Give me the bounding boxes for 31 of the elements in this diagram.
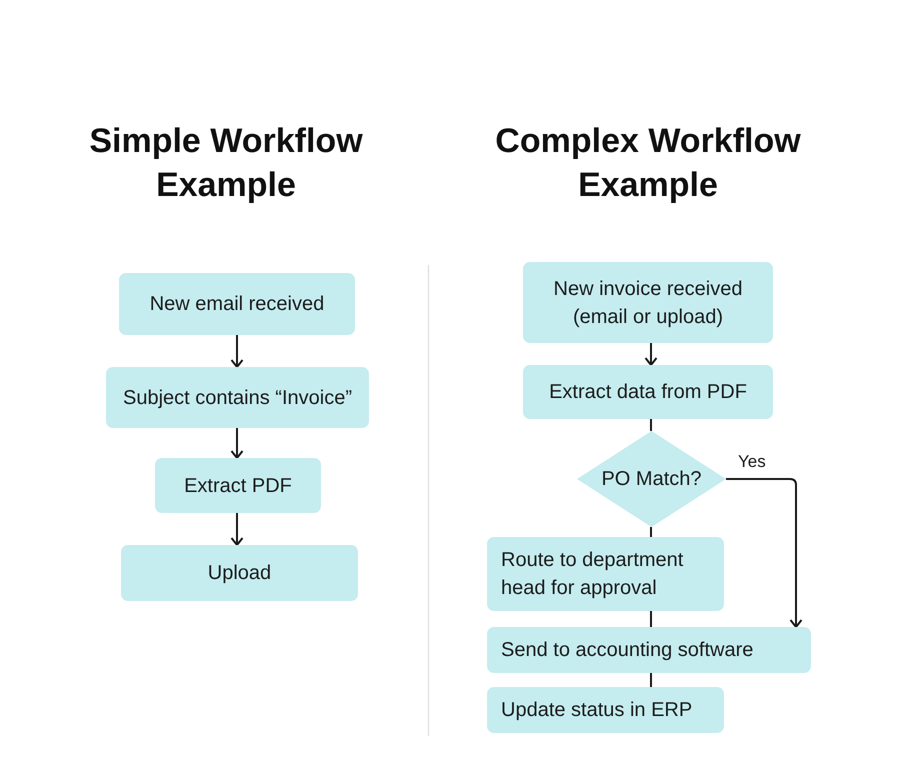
connector-line	[650, 527, 652, 537]
step-text: Subject contains “Invoice”	[122, 386, 352, 410]
process-box	[487, 537, 724, 611]
decision-diamond	[577, 431, 726, 527]
column-heading: Simple Workflow Example	[88, 121, 364, 206]
step-text: New invoice received (email or upload)	[552, 276, 744, 330]
arrow	[230, 428, 244, 459]
step-text: Upload	[208, 561, 272, 586]
process-box	[121, 545, 358, 601]
process-box	[523, 262, 773, 343]
arrow	[726, 478, 802, 628]
column-heading: Complex Workflow Example	[494, 121, 802, 206]
step-text: Update status in ERP	[501, 698, 692, 723]
process-box	[487, 627, 811, 673]
arrow	[644, 343, 658, 366]
step-text: Send to accounting software	[501, 638, 754, 663]
process-box	[155, 458, 321, 513]
step-text: Route to department head for approval	[501, 548, 684, 601]
connector-line	[650, 673, 652, 687]
arrow	[230, 335, 244, 368]
decision-text: PO Match?	[601, 467, 702, 492]
step-text: Extract PDF	[184, 474, 292, 498]
connector-line	[650, 611, 652, 627]
process-box	[106, 367, 369, 428]
arrow	[230, 513, 244, 546]
process-box	[119, 273, 355, 335]
process-box	[523, 365, 773, 419]
step-text: New email received	[150, 292, 324, 317]
process-box	[487, 687, 724, 733]
step-text: Extract data from PDF	[549, 380, 747, 405]
connector-line	[650, 419, 652, 431]
